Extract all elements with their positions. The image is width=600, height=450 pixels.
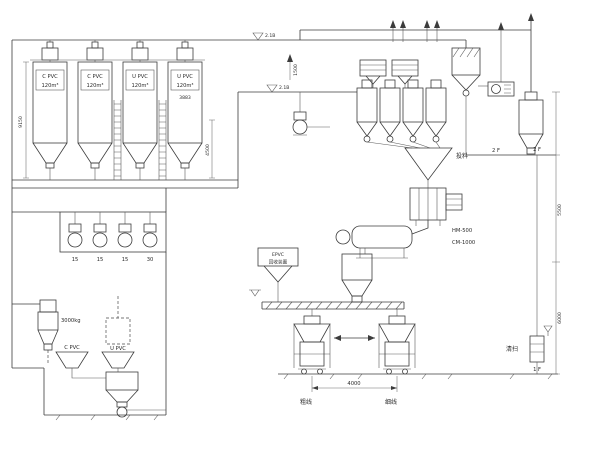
blower-4-rating: 30 xyxy=(147,257,154,263)
screw-conveyor xyxy=(261,301,405,316)
hot-mixer: HM-500 xyxy=(409,187,472,235)
line-fine-label: 细线 xyxy=(385,398,397,406)
recovery-label-1: EPVC xyxy=(272,252,284,258)
silo-4: U PVC 120m³ xyxy=(167,40,203,180)
bag-dump-c-label: C PVC xyxy=(64,345,80,351)
blower-4: 30 xyxy=(142,212,158,263)
cooling-mixer-model: CM-1000 xyxy=(452,240,475,246)
blower-2: 15 xyxy=(92,212,108,263)
silo-cone-dimension: 4500 xyxy=(205,119,215,179)
flag-mid-label: 2.1B xyxy=(279,85,289,91)
silo-2: C PVC 120m³ xyxy=(77,40,113,180)
silo-height-dimension: 9150 xyxy=(18,61,29,179)
elevation-flag-top: 2.1B xyxy=(252,32,275,41)
silo-3-name: U PVC xyxy=(132,74,148,80)
silo-1-name: C PVC xyxy=(42,74,58,80)
exhaust-fan xyxy=(478,81,515,97)
main-piping xyxy=(11,13,534,416)
blower-1-rating: 15 xyxy=(72,257,79,263)
blower-2-rating: 15 xyxy=(97,257,104,263)
silo-2-capacity: 120m³ xyxy=(86,83,103,89)
blower-station: 15 15 15 30 xyxy=(59,211,167,263)
silo-1: C PVC 120m³ xyxy=(32,40,68,180)
station-spacing-dimension: 4000 xyxy=(311,376,398,392)
cooling-mixer: CM-1000 xyxy=(335,225,475,259)
riser-label: 1500 xyxy=(293,64,299,76)
line-coarse-label: 粗线 xyxy=(300,398,312,406)
recovery-cyclone xyxy=(105,371,166,418)
cleaning-unit: 清扫 xyxy=(506,155,553,374)
day-bin-3 xyxy=(402,79,431,149)
lower-height-label: 6000 xyxy=(557,312,563,324)
hot-mixer-model: HM-500 xyxy=(452,228,472,234)
vent-arrows xyxy=(390,20,504,82)
silo-3-capacity: 120m³ xyxy=(131,83,148,89)
cleaning-label: 清扫 xyxy=(506,345,518,353)
blower-1: 15 xyxy=(67,212,83,263)
silo-ladder-1 xyxy=(113,100,122,180)
station-spacing-label: 4000 xyxy=(347,381,360,387)
weigh-scale-box-2 xyxy=(391,59,419,88)
silo-4-capacity: 120m³ xyxy=(176,83,193,89)
bag-dump-cpvc: C PVC xyxy=(55,345,106,379)
elevation-flag-mid: 2.1B xyxy=(266,84,289,93)
silo-1-capacity: 120m³ xyxy=(41,83,58,89)
dust-collector xyxy=(451,47,481,155)
silo-3: U PVC 120m³ xyxy=(122,40,158,180)
silo-spacing-dimension: 3883 xyxy=(179,95,191,101)
silo-ladder-2 xyxy=(158,100,167,180)
transfer-blower xyxy=(292,92,330,136)
day-bin-4 xyxy=(425,79,447,149)
epvc-recovery-unit: EPVC 回收装置 xyxy=(249,247,299,302)
bag-dump-upvc: U PVC xyxy=(101,296,135,372)
blower-3: 15 xyxy=(117,212,133,263)
blower-3-rating: 15 xyxy=(122,257,129,263)
silo-4-name: U PVC xyxy=(177,74,193,80)
silo-total-height-label: 9150 xyxy=(18,116,24,128)
floor-lines xyxy=(55,154,558,421)
upper-height-label: 5500 xyxy=(557,204,563,216)
day-bin-2 xyxy=(379,79,421,149)
feed-port-label: 投料 xyxy=(456,152,468,160)
secondary-filter xyxy=(518,91,544,155)
floor-2-label: 2 F xyxy=(533,147,541,153)
mixer-discharge-cyclone xyxy=(341,248,373,303)
packing-station-1 xyxy=(293,315,331,375)
collecting-hopper: 投料 xyxy=(404,147,468,188)
double-arrow xyxy=(334,335,375,341)
riser-dimension: 1500 xyxy=(287,54,299,80)
bag-dump-u-label: U PVC xyxy=(110,346,126,352)
recovery-label-2: 回收装置 xyxy=(269,259,288,266)
flag-top-label: 2.1B xyxy=(265,33,275,39)
day-bin-1 xyxy=(356,79,413,149)
weigh-hopper-unit: 3000kg xyxy=(37,299,81,364)
weigh-hopper-label: 3000kg xyxy=(61,318,81,324)
silo-2-name: C PVC xyxy=(87,74,103,80)
floor-2-label-left: 2 F xyxy=(492,148,500,154)
packing-station-2 xyxy=(378,315,416,375)
silo-cone-height-label: 4500 xyxy=(205,144,211,156)
weigh-scale-box-1 xyxy=(359,59,387,88)
